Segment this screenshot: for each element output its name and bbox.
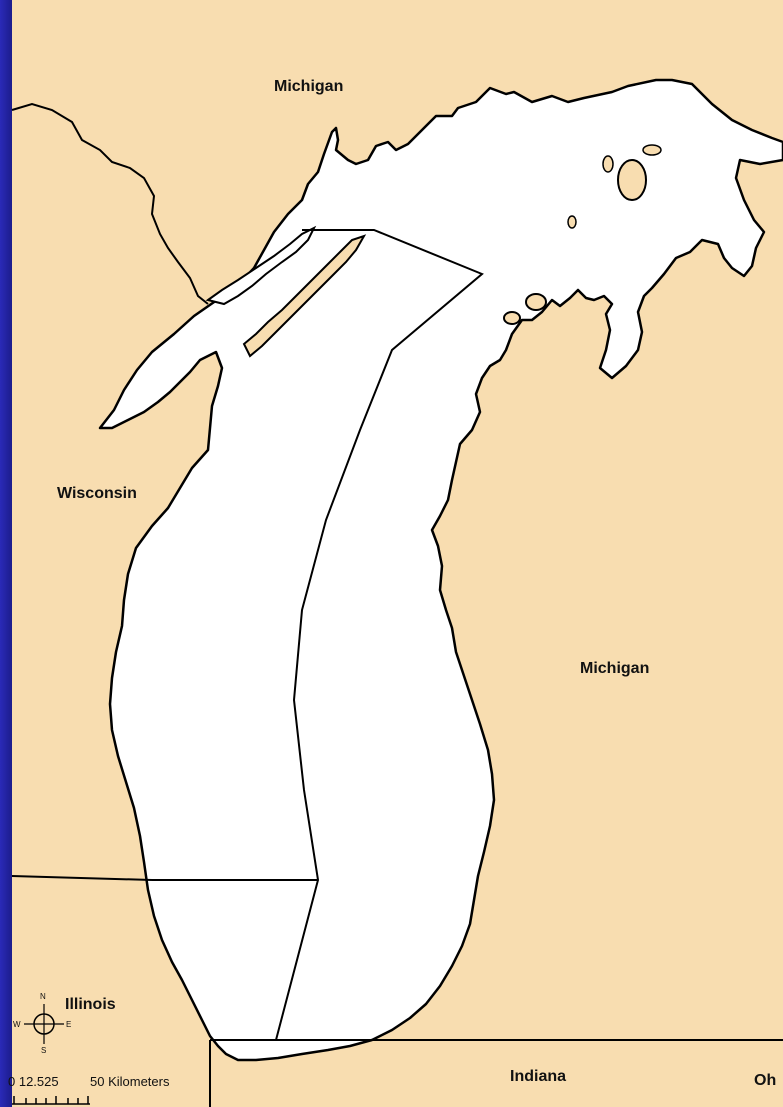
green-bay [205, 225, 317, 306]
label-michigan-lower: Michigan [580, 660, 650, 677]
compass-east: E [66, 1020, 72, 1029]
lake-michigan [98, 78, 783, 1062]
wisconsin-illinois-border [11, 875, 153, 881]
label-wisconsin: Wisconsin [57, 485, 137, 502]
door-peninsula [242, 234, 367, 358]
scale-bar [12, 1096, 90, 1105]
island-small-1 [525, 293, 547, 311]
scale-bar-units-label: 50 Kilometers [90, 1074, 170, 1089]
beaver-island [617, 159, 647, 201]
island-small-2 [503, 311, 521, 325]
compass-west: W [13, 1020, 21, 1029]
compass-north: N [40, 992, 46, 1001]
label-illinois: Illinois [65, 996, 116, 1013]
scale-bar-ticks-label: 0 12.525 [8, 1074, 59, 1089]
island-small-4 [602, 155, 614, 173]
north-arrow-compass [24, 1004, 64, 1044]
map-drawing [11, 78, 783, 1107]
label-indiana: Indiana [510, 1068, 567, 1085]
island-small-5 [642, 144, 662, 156]
compass-south: S [41, 1046, 47, 1055]
label-ohio: Oh [754, 1072, 777, 1089]
label-michigan-upper: Michigan [274, 78, 344, 95]
wisconsin-michigan-border [11, 102, 209, 305]
island-small-3 [567, 215, 577, 229]
management-unit-boundary [275, 229, 484, 1041]
lake-michigan-map: Michigan Wisconsin Michigan Illinois Ind… [8, 0, 783, 1107]
